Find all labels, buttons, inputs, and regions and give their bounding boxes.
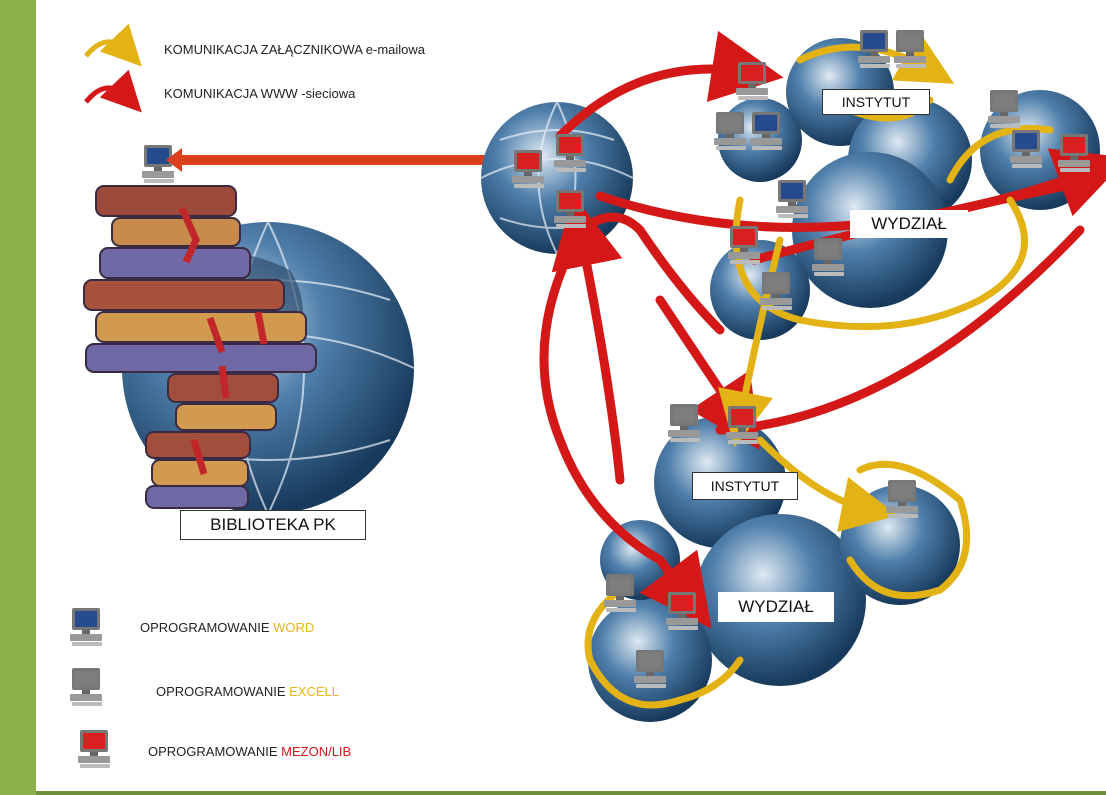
software-prefix: OPROGRAMOWANIE xyxy=(140,620,274,635)
blue-computer-icon xyxy=(750,112,782,150)
grey-computer-icon xyxy=(760,272,792,310)
software-name-mezon: MEZON/LIB xyxy=(281,744,352,759)
grey-computer-icon xyxy=(634,650,666,688)
grey-computer-icon xyxy=(668,404,700,442)
grey-computer-icon xyxy=(886,480,918,518)
blue-computer-icon xyxy=(70,608,102,646)
red-computer-icon xyxy=(554,134,586,172)
red-computer-icon xyxy=(726,406,758,444)
library-computer-icon xyxy=(142,145,174,183)
grey-computer-icon xyxy=(70,668,102,706)
email-legend-label: KOMUNIKACJA ZAŁĄCZNIKOWA e-mailowa xyxy=(164,42,426,57)
www-legend-arrow xyxy=(84,69,142,113)
faculty-bottom-label: WYDZIAŁ xyxy=(718,592,834,622)
institute-top-label: INSTYTUT xyxy=(822,89,930,115)
red-computer-icon xyxy=(666,592,698,630)
red-computer-icon xyxy=(1058,134,1090,172)
software-legend-mezon: OPROGRAMOWANIE MEZON/LIB xyxy=(148,744,351,759)
red-computer-icon xyxy=(736,62,768,100)
software-name-excell: EXCELL xyxy=(289,684,340,699)
software-prefix: OPROGRAMOWANIE xyxy=(148,744,282,759)
grey-computer-icon xyxy=(714,112,746,150)
institute-bottom-label: INSTYTUT xyxy=(692,472,798,500)
library-label: BIBLIOTEKA PK xyxy=(180,510,366,540)
email-legend-arrow xyxy=(84,23,142,67)
red-computer-icon xyxy=(78,730,110,768)
blue-computer-icon xyxy=(1010,130,1042,168)
grey-computer-icon xyxy=(894,30,926,68)
green-sidebar xyxy=(0,0,36,795)
red-computer-icon xyxy=(554,190,586,228)
www-legend-label: KOMUNIKACJA WWW -sieciowa xyxy=(164,86,356,101)
grey-computer-icon xyxy=(604,574,636,612)
grey-computer-icon xyxy=(812,238,844,276)
bottom-rule xyxy=(36,791,1106,795)
red-computer-icon xyxy=(512,150,544,188)
software-name-word: WORD xyxy=(273,620,315,635)
book-stack-icon xyxy=(83,185,317,509)
faculty-top-label: WYDZIAŁ xyxy=(850,210,968,238)
blue-computer-icon xyxy=(776,180,808,218)
software-prefix: OPROGRAMOWANIE xyxy=(156,684,290,699)
central-globe xyxy=(480,101,634,255)
blue-computer-icon xyxy=(858,30,890,68)
software-legend-word: OPROGRAMOWANIE WORD xyxy=(140,620,314,635)
grey-computer-icon xyxy=(988,90,1020,128)
software-legend-excell: OPROGRAMOWANIE EXCELL xyxy=(156,684,339,699)
red-computer-icon xyxy=(728,226,760,264)
